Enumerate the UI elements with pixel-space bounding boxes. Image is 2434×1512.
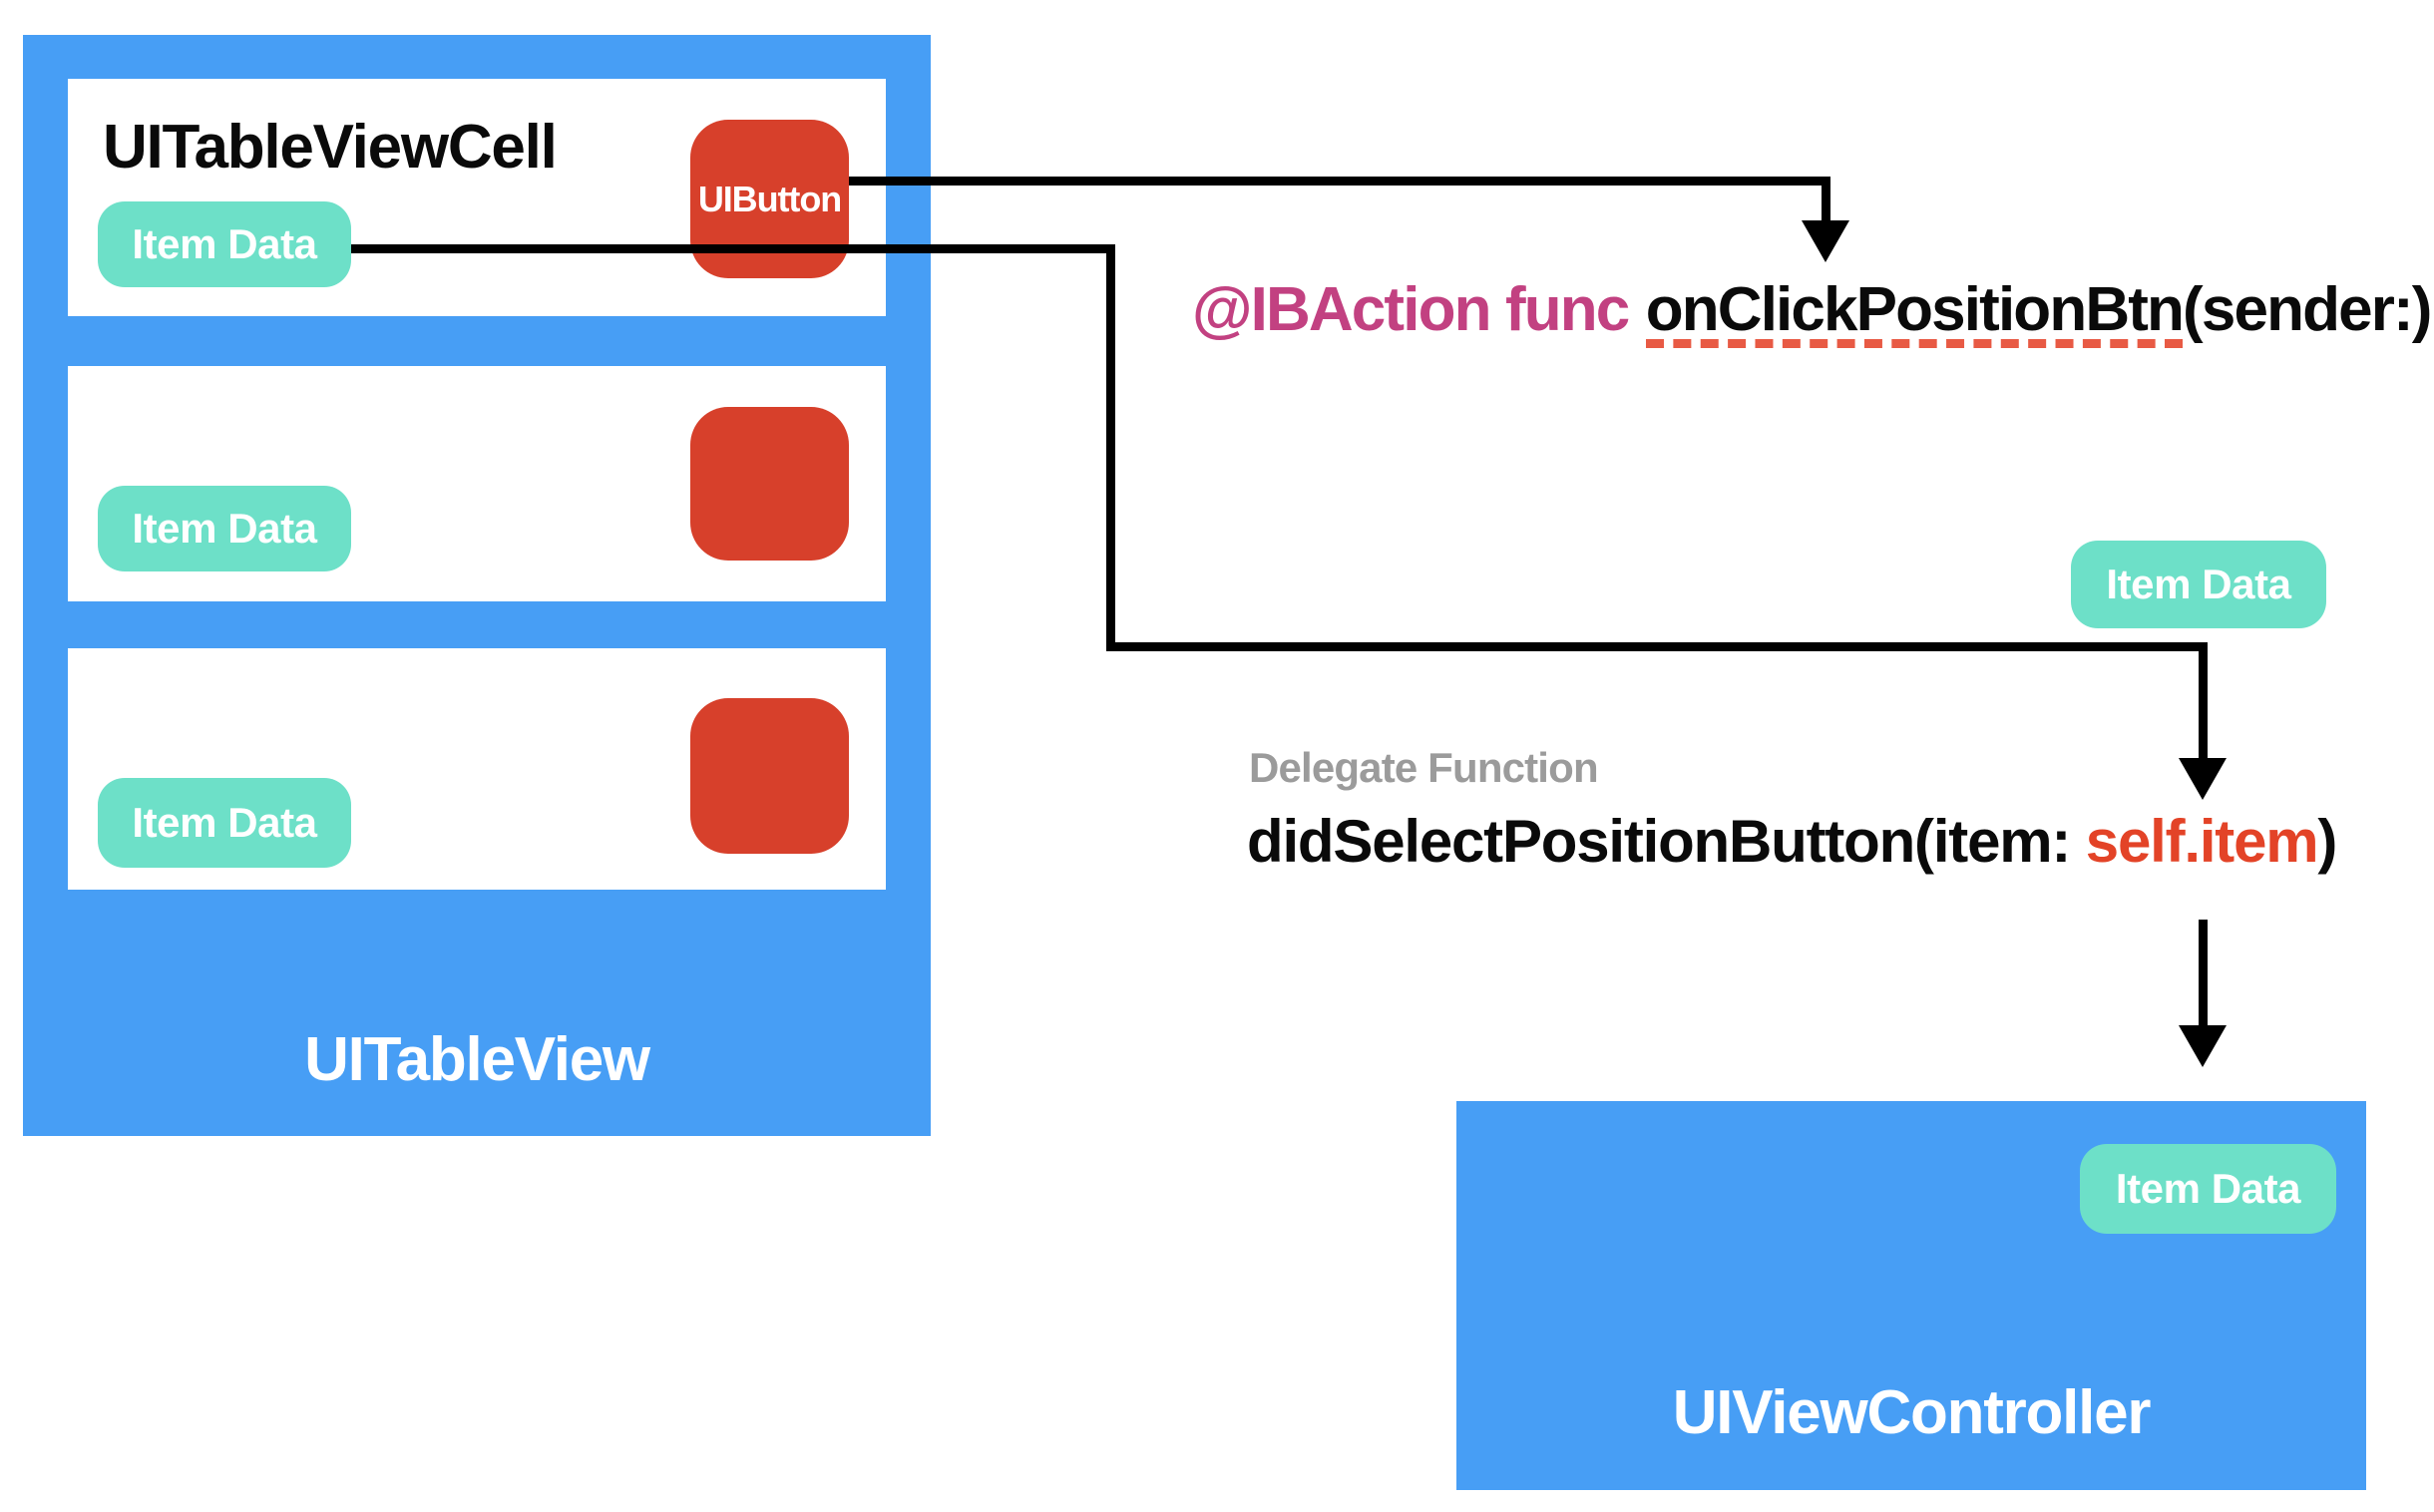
arrow-uibutton-vertical [1822,177,1830,222]
ibaction-function-name: onClickPositionBtn [1645,278,2185,349]
arrow-delegate-head-icon [2179,1025,2227,1067]
uitableview-title: UITableView [304,1025,650,1094]
item-data-badge-label: Item Data [132,505,317,552]
item-data-badge-label: Item Data [132,220,317,267]
red-button-box-cell2 [690,407,849,561]
red-button-box-cell3 [690,698,849,854]
didselect-highlighted-arg: self.item [2085,808,2319,875]
item-data-badge-cell2: Item Data [98,486,351,571]
uitableviewcell-title: UITableViewCell [103,113,558,182]
arrow-delegate-vertical [2199,920,2208,1026]
delegate-function-caption: Delegate Function [1249,744,1599,791]
item-data-badge-flow: Item Data [2071,541,2326,628]
didselect-call-suffix: ) [2317,808,2337,875]
uibutton-box: UIButton [690,120,849,278]
table-cell-2: Item Data [68,366,886,601]
arrow-uibutton-horizontal [849,177,1829,186]
ibaction-params: (sender:) [2183,275,2432,344]
item-data-badge-label: Item Data [132,799,317,846]
didselect-code-line: didSelectPositionButton(item:self.item) [1247,808,2337,875]
uiviewcontroller-container: Item Data UIViewController [1456,1101,2366,1490]
item-data-badge-label: Item Data [2106,561,2291,607]
arrow-itemdata-horizontal-2 [1106,642,2208,651]
didselect-call-prefix: didSelectPositionButton(item: [1247,808,2071,875]
arrow-itemdata-vertical-1 [1106,244,1115,651]
item-data-badge-cell3: Item Data [98,778,351,868]
table-cell-3: Item Data [68,648,886,890]
table-cell-1: UITableViewCell Item Data UIButton [68,79,886,316]
arrow-itemdata-vertical-2 [2199,642,2208,760]
arrow-uibutton-head-icon [1802,220,1849,262]
uiviewcontroller-title: UIViewController [1672,1378,2152,1447]
ibaction-keyword: @IBAction func [1192,275,1630,344]
uibutton-label: UIButton [697,178,842,219]
item-data-badge-cell1: Item Data [98,201,351,287]
item-data-badge-viewcontroller: Item Data [2080,1144,2336,1234]
arrow-itemdata-head-icon [2179,758,2227,800]
item-data-badge-label: Item Data [2115,1165,2301,1212]
arrow-itemdata-horizontal-1 [351,244,1115,253]
